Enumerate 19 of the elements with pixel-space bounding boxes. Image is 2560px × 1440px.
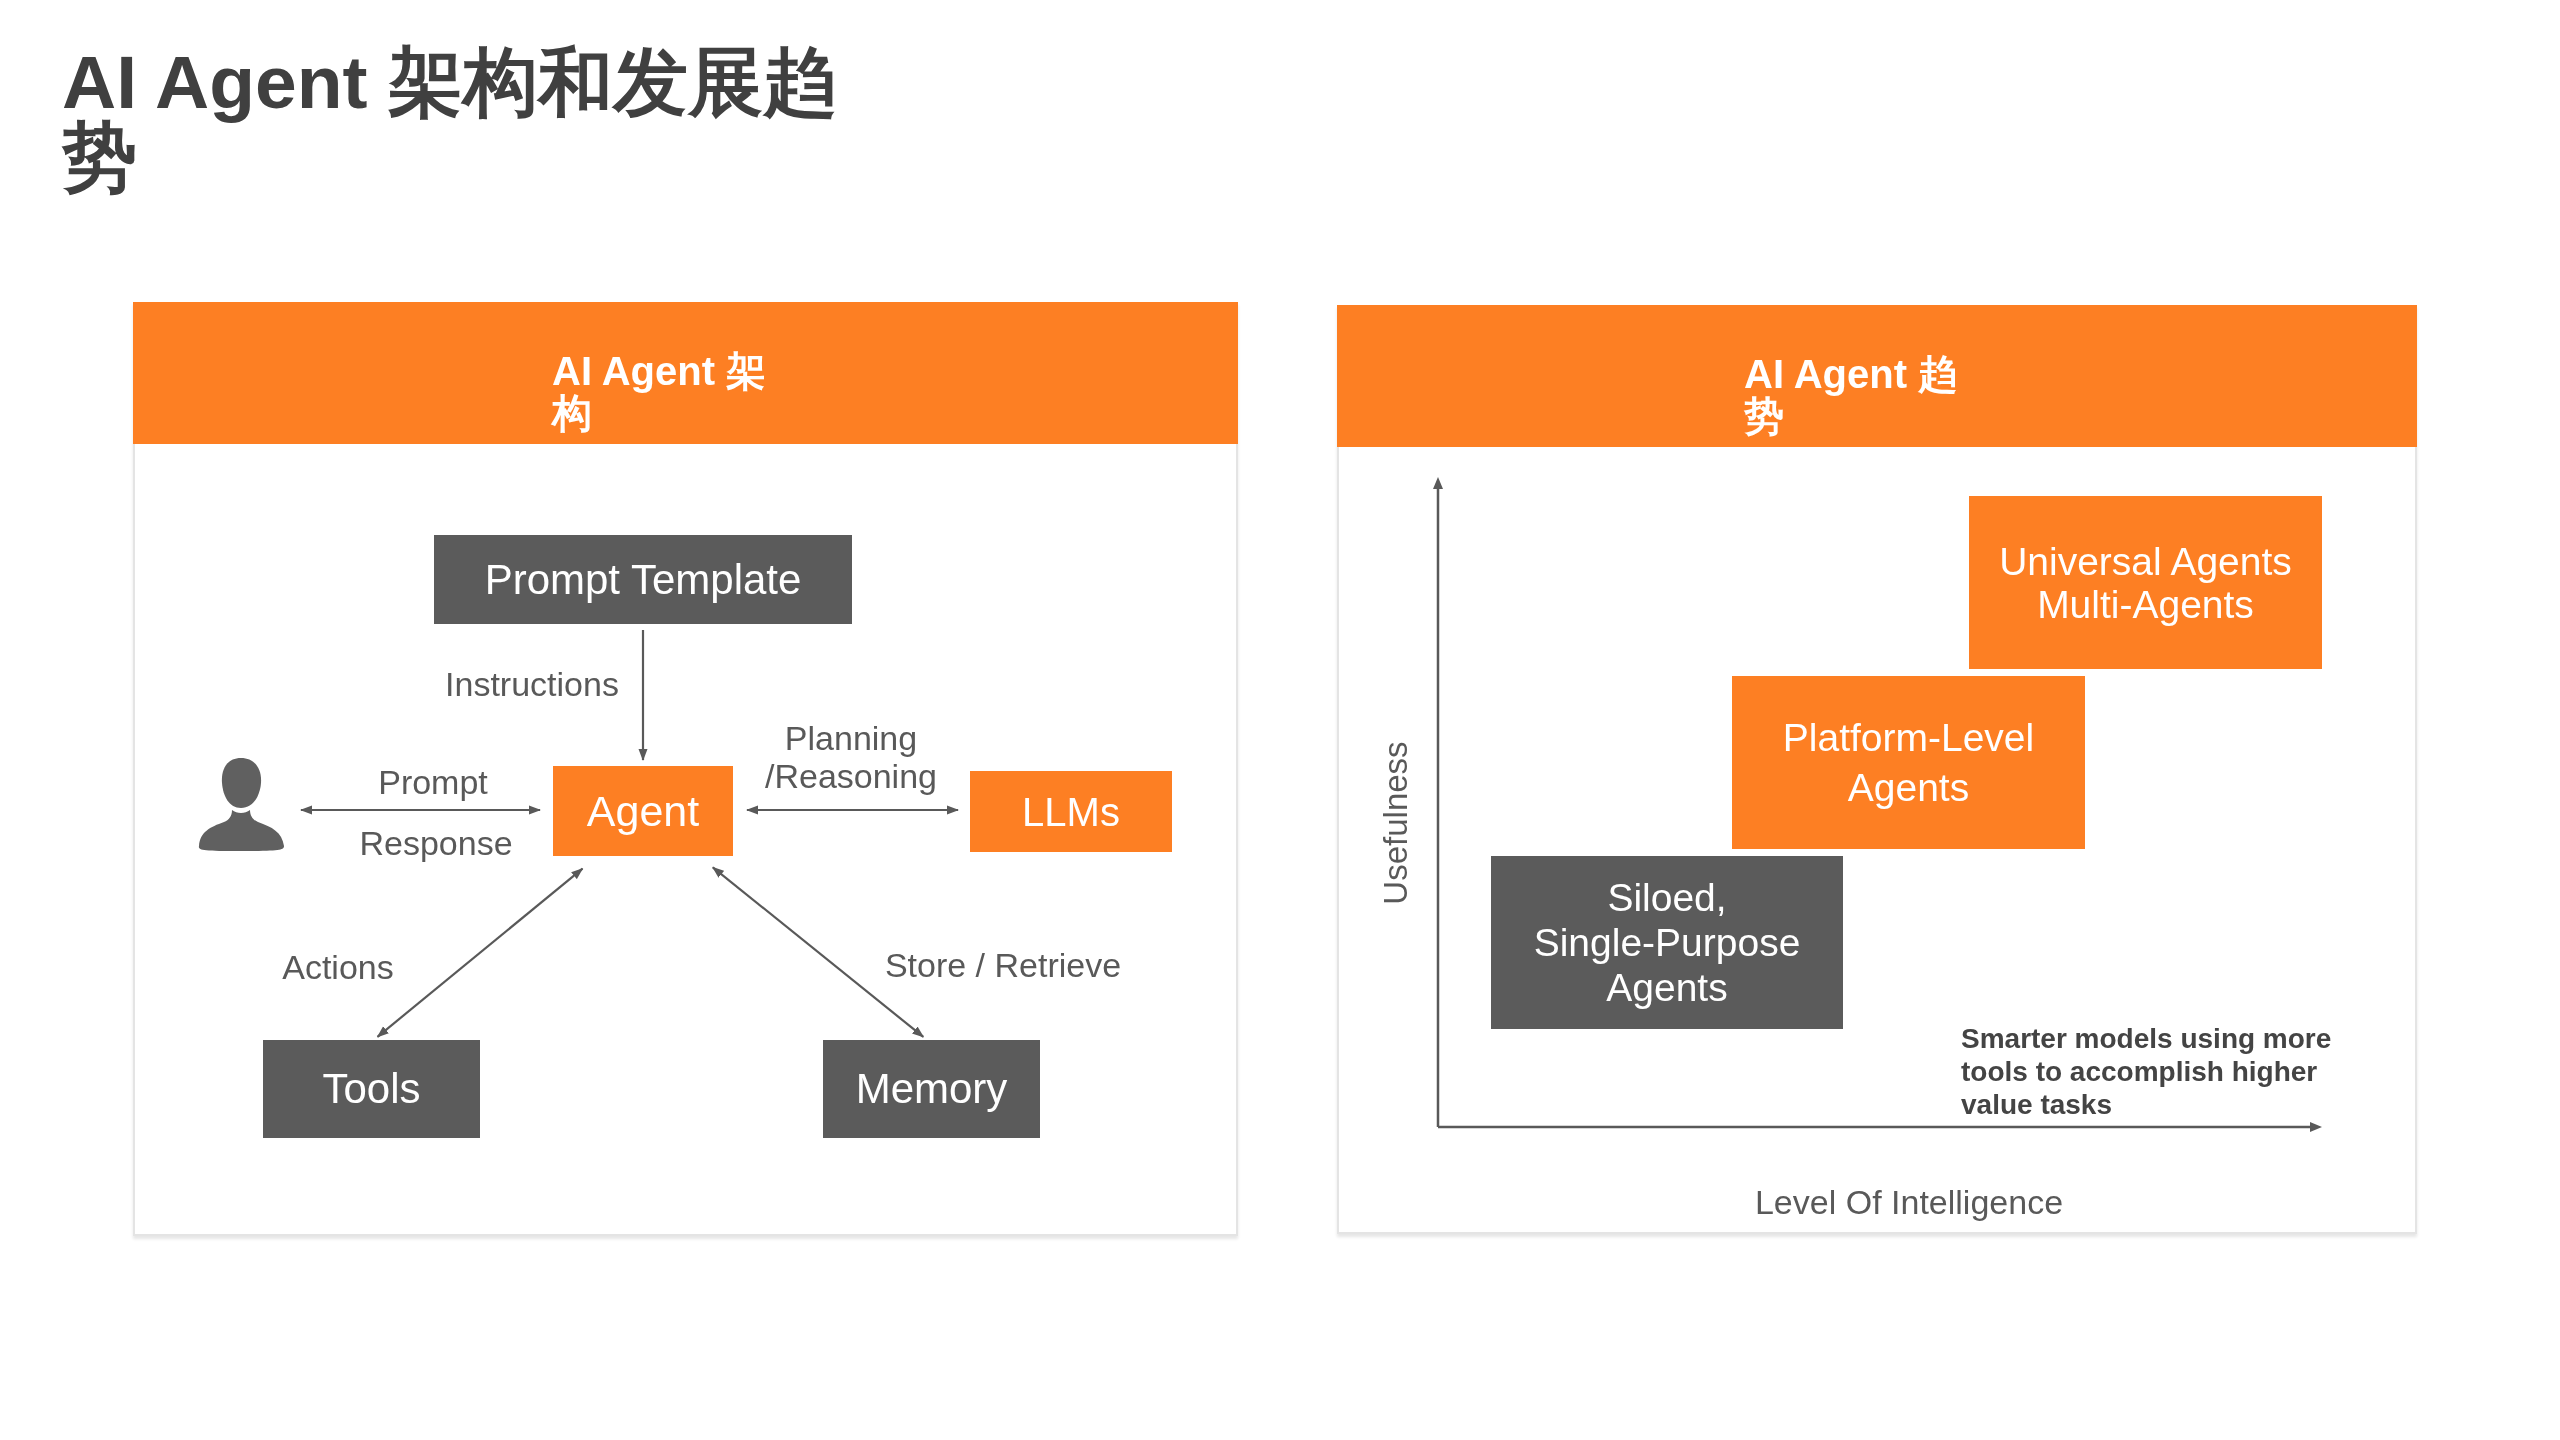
page-title: AI Agent 架构和发展趋势: [62, 45, 840, 195]
process-box: Tools: [263, 1040, 480, 1138]
process-box: Prompt Template: [434, 535, 852, 624]
person-icon: [196, 756, 287, 852]
process-box: Memory: [823, 1040, 1040, 1138]
arrow: [300, 805, 541, 815]
arrow: [376, 867, 584, 1038]
stage-box: Siloed, Single-Purpose Agents: [1491, 856, 1843, 1029]
process-box: Agent: [553, 766, 733, 856]
stage-box: Platform-Level Agents: [1732, 676, 2085, 849]
arrow: [638, 630, 648, 761]
arrow: [712, 866, 925, 1038]
stage-box: Universal Agents Multi-Agents: [1969, 496, 2322, 669]
process-box: LLMs: [970, 771, 1172, 852]
arrow: [746, 805, 959, 815]
panel: [133, 302, 1238, 1236]
panel-header: AI Agent 架构: [133, 302, 1238, 444]
panel: [1337, 305, 2417, 1234]
panel-header: AI Agent 趋势: [1337, 305, 2417, 447]
